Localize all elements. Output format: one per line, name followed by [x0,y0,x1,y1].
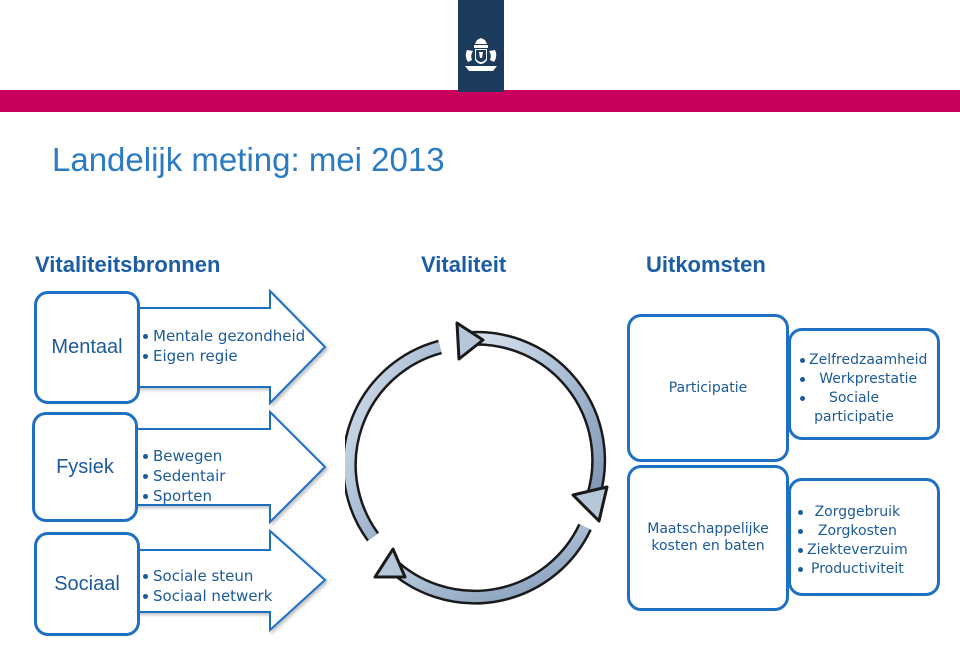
list-item: Sedentair [141,466,225,486]
outcome-label: Maatschappelijke kosten en baten [647,521,769,554]
source-list-fysiek: Bewegen Sedentair Sporten [141,446,225,506]
list-item: Bewegen [141,446,225,466]
circular-arrows-icon [345,321,609,605]
list-item: Sociaal netwerk [141,586,272,606]
source-label: Sociaal [54,572,120,595]
top-accent-bar [0,90,960,112]
source-label: Mentaal [51,336,123,358]
source-arrow-fysiek [119,409,327,525]
list-item: Zorgkosten [797,522,908,541]
source-arrow-mentaal [119,288,327,406]
source-list-sociaal: Sociale steun Sociaal netwerk [141,566,272,606]
outcome-label: Participatie [668,379,748,396]
source-arrow-sociaal [119,528,327,633]
outcome-box-participatie: Participatie [627,314,789,462]
list-item: Productiviteit [797,560,908,579]
page-title: Landelijk meting: mei 2013 [52,141,445,178]
list-item: Sociale steun [141,566,272,586]
logo-tab [458,0,504,92]
source-label: Fysiek [56,455,114,478]
list-item: Ziekteverzuim [797,541,908,560]
source-box-mentaal: Mentaal [34,291,140,404]
column-heading-vitality: Vitaliteit [421,252,507,277]
outcome-list-maatschappelijk: Zorggebruik Zorgkosten Ziekteverzuim Pro… [797,503,908,579]
outcome-list-box-participatie: Zelfredzaamheid Werkprestatie Sociale pa… [788,328,940,440]
list-item: Mentale gezondheid [141,326,305,346]
list-item: Eigen regie [141,346,266,366]
outcome-list-participatie: Zelfredzaamheid Werkprestatie Sociale pa… [799,351,927,427]
list-item: Werkprestatie [799,370,927,389]
column-heading-outcomes: Uitkomsten [646,252,766,277]
source-box-sociaal: Sociaal [34,532,140,636]
royal-coat-of-arms-icon [465,38,497,71]
list-item: Sociale participatie [799,389,899,427]
outcome-list-box-maatschappelijk: Zorggebruik Zorgkosten Ziekteverzuim Pro… [788,478,940,596]
source-list-mentaal: Mentale gezondheid Eigen regie [141,326,305,366]
column-heading-sources: Vitaliteitsbronnen [35,252,221,277]
list-item: Zelfredzaamheid [799,351,927,370]
outcome-box-maatschappelijk: Maatschappelijke kosten en baten [627,465,789,611]
source-box-fysiek: Fysiek [32,412,138,522]
list-item: Sporten [141,486,225,506]
list-item: Zorggebruik [797,503,908,522]
